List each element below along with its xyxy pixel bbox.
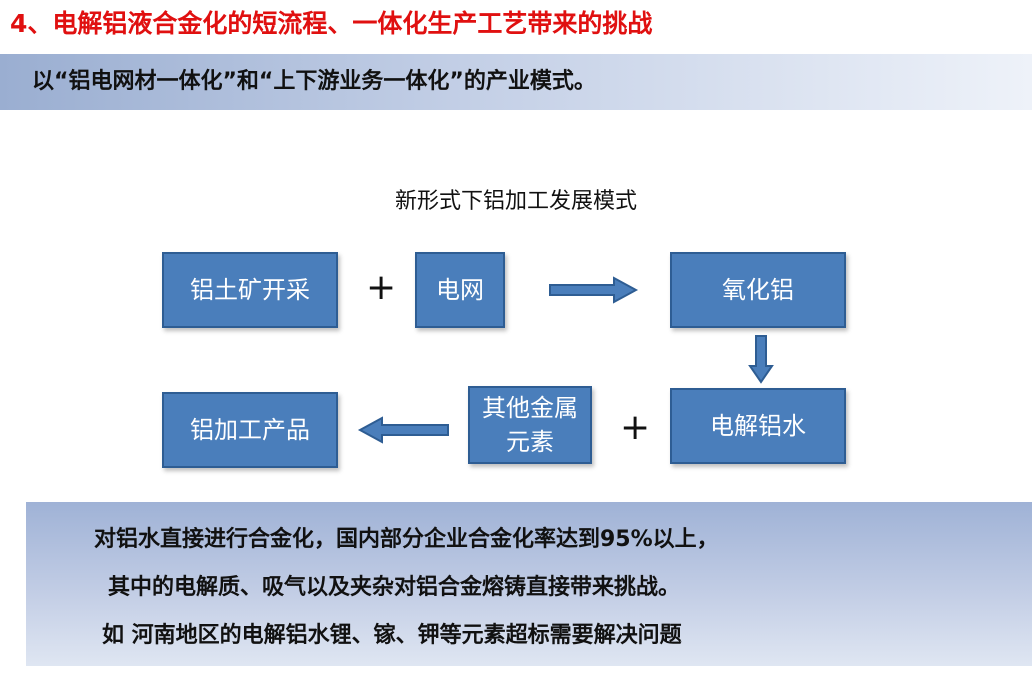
node-alumina: 氧化铝: [670, 252, 846, 328]
note-line-1: 对铝水直接进行合金化，国内部分企业合金化率达到95%以上，: [94, 527, 719, 552]
slide-title: 4、电解铝液合金化的短流程、一体化生产工艺带来的挑战: [10, 9, 653, 38]
node-bauxite-label: 铝土矿开采: [190, 276, 310, 304]
node-grid-label: 电网: [436, 276, 484, 304]
arrow-down: [748, 335, 774, 384]
node-other-metals-label: 其他金属元素: [482, 394, 578, 456]
node-products-label: 铝加工产品: [190, 416, 310, 444]
note-line-3: 如 河南地区的电解铝水锂、镓、钾等元素超标需要解决问题: [102, 623, 682, 648]
plus-sign-bottom: +: [620, 407, 651, 448]
node-products: 铝加工产品: [162, 392, 338, 468]
plus-sign-top: +: [366, 267, 397, 308]
subtitle: 以“铝电网材一体化”和“上下游业务一体化”的产业模式。: [32, 69, 596, 94]
node-bauxite: 铝土矿开采: [162, 252, 338, 328]
node-molten-aluminum-label: 电解铝水: [710, 412, 806, 440]
node-grid: 电网: [415, 252, 505, 328]
node-other-metals: 其他金属元素: [468, 386, 592, 464]
subtitle-bar: 以“铝电网材一体化”和“上下游业务一体化”的产业模式。: [0, 54, 1032, 110]
arrow-left: [357, 416, 449, 444]
notes-panel: 对铝水直接进行合金化，国内部分企业合金化率达到95%以上， 其中的电解质、吸气以…: [26, 502, 1032, 666]
diagram-title: 新形式下铝加工发展模式: [394, 189, 637, 214]
arrow-right: [549, 276, 639, 304]
node-alumina-label: 氧化铝: [722, 276, 794, 304]
note-line-2: 其中的电解质、吸气以及夹杂对铝合金熔铸直接带来挑战。: [108, 575, 681, 600]
node-molten-aluminum: 电解铝水: [670, 388, 846, 464]
